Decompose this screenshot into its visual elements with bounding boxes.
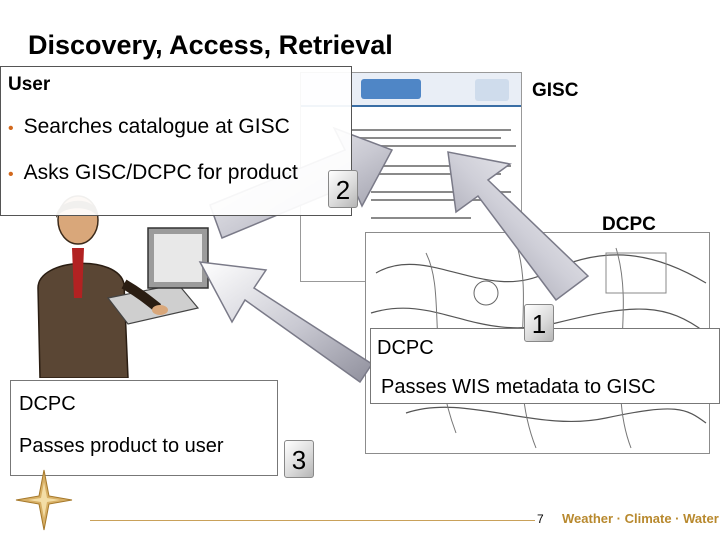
dcpc-metadata-text: Passes WIS metadata to GISC: [381, 376, 656, 398]
gisc-screenshot-header: [301, 73, 521, 107]
footer-rule: [90, 520, 535, 521]
arrow-1-dcpc-to-gisc: [447, 151, 590, 302]
user-box: User •Searches catalogue at GISC •Asks G…: [0, 66, 352, 216]
footer-tagline: Weather · Climate · Water: [562, 511, 719, 526]
gisc-label: GISC: [532, 80, 579, 101]
user-box-label: User: [8, 74, 51, 95]
dcpc-product-label: DCPC: [19, 393, 76, 415]
user-bullet-2: •Asks GISC/DCPC for product: [8, 161, 298, 184]
slide-title: Discovery, Access, Retrieval: [28, 30, 393, 60]
dcpc-right-label: DCPC: [602, 214, 656, 235]
step-2-badge: 2: [328, 170, 358, 208]
person-at-desk-icon: [37, 195, 209, 378]
dcpc-product-text: Passes product to user: [19, 435, 224, 457]
page-number: 7: [537, 512, 544, 526]
arrow-3-dcpc-to-user: [198, 261, 374, 384]
gisc-logo-icon: [361, 79, 421, 99]
step-1-badge: 1: [524, 304, 554, 342]
wis-logo-icon: [475, 79, 509, 101]
bullet-dot-icon: •: [8, 120, 14, 137]
compass-star-icon: [15, 469, 73, 531]
dcpc-metadata-label: DCPC: [377, 337, 434, 359]
dcpc-metadata-box: DCPC Passes WIS metadata to GISC: [370, 328, 720, 404]
bullet-dot-icon: •: [8, 166, 14, 183]
step-3-badge: 3: [284, 440, 314, 478]
user-bullet-1: •Searches catalogue at GISC: [8, 115, 290, 138]
dcpc-product-box: DCPC Passes product to user: [10, 380, 278, 476]
